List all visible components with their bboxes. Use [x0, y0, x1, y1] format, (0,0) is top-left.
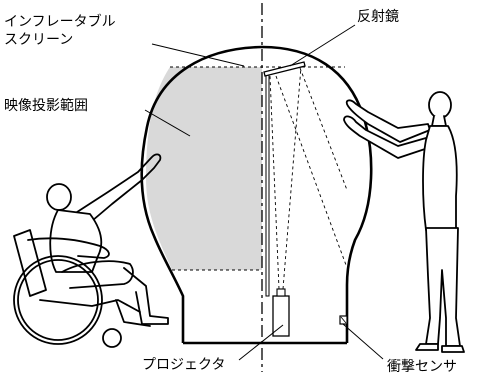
light-path-up-right: [282, 66, 302, 290]
leader-lines: [144, 24, 384, 361]
impact-sensor-label: 衝撃センサ: [387, 359, 457, 375]
wheelchair-large-wheel: [13, 255, 103, 345]
wheelchair-person-head: [46, 183, 72, 211]
inflatable-screen-label-line2: スクリーン: [4, 32, 73, 48]
standing-person-lower-arm: [343, 115, 429, 159]
projector-lens: [276, 288, 286, 297]
standing-person-neck: [431, 115, 447, 127]
wheelchair-armrest: [27, 237, 110, 259]
projection-area: [146, 67, 262, 270]
inflatable-dome-outline: [140, 45, 373, 343]
mirror: [263, 61, 306, 77]
projector-label: プロジェクタ: [142, 357, 225, 373]
standing-person-feet: [415, 343, 465, 353]
standing-person-legs: [425, 227, 461, 347]
projection-area-label: 映像投影範囲: [4, 97, 88, 114]
wheelchair-person-arm: [73, 153, 162, 227]
impact-sensor-mark: [340, 316, 347, 324]
light-path-reflect-left: [275, 75, 347, 266]
light-path-up-left: [269, 75, 280, 290]
leader-impact-sensor: [342, 323, 384, 360]
wheelchair-small-wheel: [102, 328, 122, 348]
leader-projection-area: [144, 109, 191, 137]
standing-person-upper-arm: [345, 99, 431, 143]
leader-inflatable-screen: [151, 43, 245, 67]
wheelchair-frame: [39, 299, 141, 313]
projection-boundaries: [170, 66, 345, 271]
wheelchair-person-leg: [123, 267, 169, 325]
light-paths: [269, 66, 348, 290]
standing-person-head: [428, 91, 452, 119]
wheelchair-person-thigh: [61, 260, 134, 289]
projector: [272, 295, 290, 337]
mirror-label: 反射鏡: [357, 9, 399, 25]
light-path-reflect-right: [299, 67, 348, 191]
leader-projector: [238, 324, 284, 361]
wheelchair-back: [13, 229, 47, 297]
mirror-support-mast: [265, 73, 270, 297]
inflatable-screen-label-line1: インフレータブル: [4, 13, 116, 30]
standing-person-torso: [422, 125, 458, 231]
standing-person: [343, 91, 465, 353]
leader-mirror: [289, 24, 356, 67]
wheelchair-footrest: [115, 299, 151, 327]
wheelchair-person: [13, 153, 169, 348]
wheelchair-wheel-rim: [17, 259, 99, 341]
